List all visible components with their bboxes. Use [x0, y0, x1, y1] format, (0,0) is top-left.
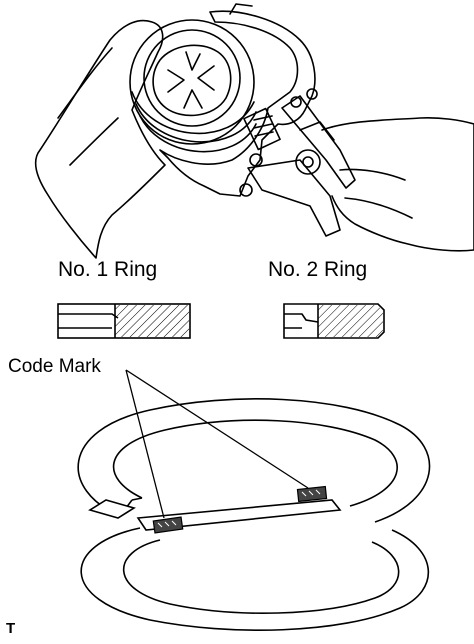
expander-handle-upper: [281, 95, 356, 189]
ring-groove-1: [131, 91, 255, 135]
upper-ring-inner: [112, 419, 398, 507]
expander-plate: [159, 10, 316, 197]
piston-crown: [152, 44, 232, 117]
ring1-hatched-area: [115, 305, 189, 337]
piston-inner: [143, 29, 241, 127]
ring-end-left: [88, 499, 136, 519]
lower-ring-inner: [122, 539, 400, 614]
ring-installation-illustration: [34, 3, 474, 259]
ring-end-right: [136, 499, 342, 531]
ring-expander-tool: [159, 3, 356, 237]
left-hand-finger: [57, 47, 113, 119]
left-hand: [34, 19, 166, 259]
right-hand-finger-2: [344, 197, 413, 219]
ring2-cross-section: [283, 303, 385, 339]
label-no2-ring: No. 2 Ring: [268, 258, 368, 281]
label-no1-ring: No. 1 Ring: [58, 258, 158, 281]
lower-ring-outer: [80, 527, 430, 631]
code-mark-leaders: [125, 369, 309, 519]
piston: [129, 19, 257, 153]
expander-jaw: [243, 107, 281, 151]
pivot-bolt: [295, 149, 321, 175]
upper-ring-outer: [77, 398, 431, 523]
label-code-mark: Code Mark: [8, 356, 101, 377]
ring2-hatched-area: [318, 305, 383, 337]
code-mark-boxes: [152, 485, 328, 534]
ring1-cross-section: [57, 303, 191, 339]
figure-reference: T: [6, 620, 16, 637]
left-hand-finger-2: [69, 117, 119, 166]
stacked-rings: [77, 398, 431, 631]
ring-groove-3: [139, 115, 257, 153]
piston-outer: [129, 19, 255, 145]
right-hand-finger: [339, 168, 406, 181]
right-hand: [321, 117, 474, 252]
expander-handle-lower: [247, 159, 341, 237]
